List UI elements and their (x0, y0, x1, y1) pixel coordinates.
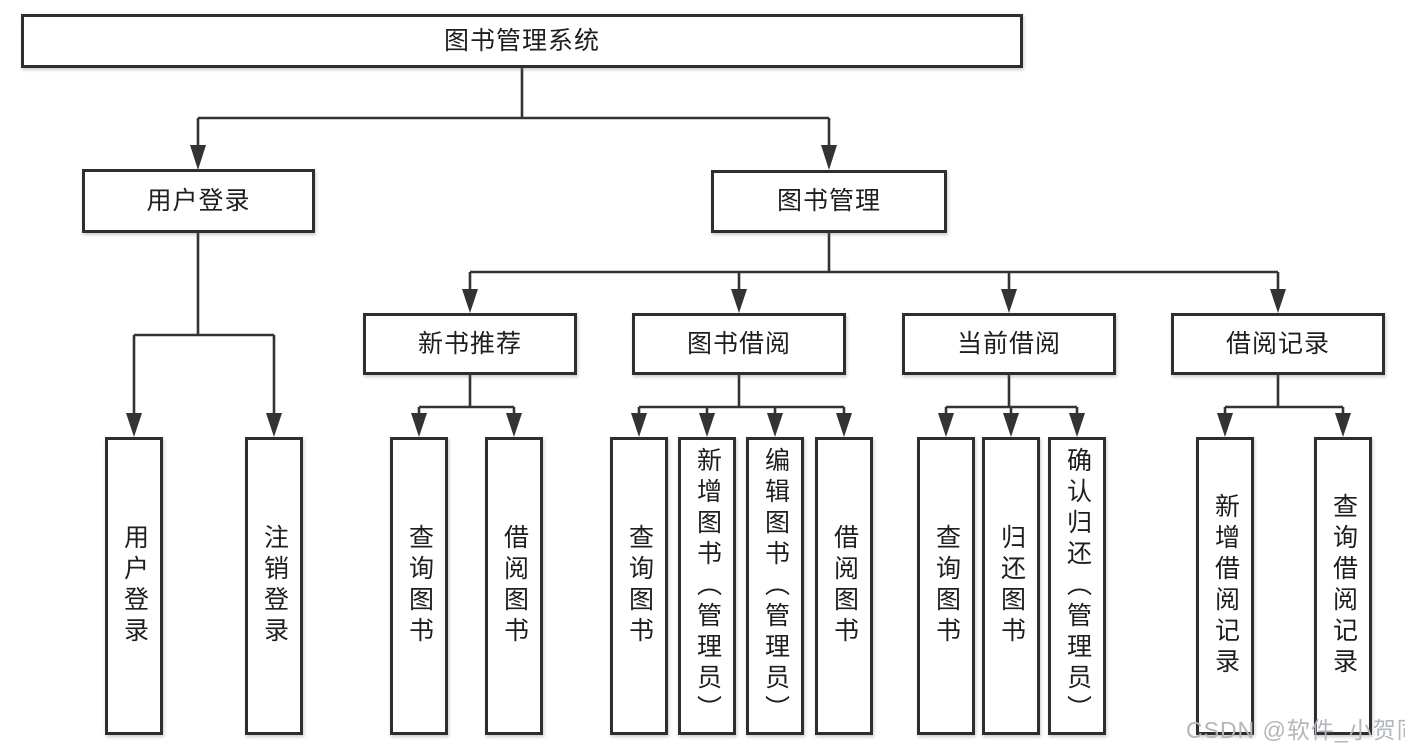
leaf-query-books-current: 查询图书 (917, 437, 975, 735)
node-book-borrow-label: 图书借阅 (686, 329, 791, 358)
leaf-confirm-return-admin: 确认归还（管理员） (1048, 437, 1106, 735)
leaf-borrow-books-recommend-label: 借阅图书 (500, 524, 529, 648)
node-current-borrow: 当前借阅 (902, 313, 1116, 375)
leaf-add-borrow-record: 新增借阅记录 (1196, 437, 1254, 735)
leaf-query-books-recommend-label: 查询图书 (405, 524, 434, 648)
node-user-login-label: 用户登录 (146, 186, 251, 215)
node-root-label: 图书管理系统 (443, 26, 600, 55)
leaf-user-login-label: 用户登录 (120, 524, 149, 648)
node-borrow-records: 借阅记录 (1171, 313, 1385, 375)
leaf-logout: 注销登录 (245, 437, 303, 735)
leaf-query-borrow-record-label: 查询借阅记录 (1329, 493, 1358, 679)
leaf-add-borrow-record-label: 新增借阅记录 (1211, 493, 1240, 679)
leaf-query-borrow-record: 查询借阅记录 (1314, 437, 1372, 735)
leaf-return-books: 归还图书 (982, 437, 1040, 735)
leaf-return-books-label: 归还图书 (997, 524, 1026, 648)
node-user-login: 用户登录 (82, 169, 315, 233)
node-book-management: 图书管理 (711, 170, 947, 233)
arrowheads (126, 145, 1351, 437)
leaf-query-books-recommend: 查询图书 (390, 437, 448, 735)
leaf-query-books-borrow-label: 查询图书 (625, 524, 654, 648)
leaf-add-book-admin: 新增图书（管理员） (678, 437, 736, 735)
leaf-edit-book-admin: 编辑图书（管理员） (746, 437, 804, 735)
watermark: CSDN @软件_小贺同学 (1186, 717, 1405, 743)
leaf-edit-book-admin-label: 编辑图书（管理员） (761, 446, 790, 726)
leaf-query-books-current-label: 查询图书 (932, 524, 961, 648)
node-current-borrow-label: 当前借阅 (956, 329, 1061, 358)
node-new-book-recommend: 新书推荐 (363, 313, 577, 375)
leaf-borrow-books-recommend: 借阅图书 (485, 437, 543, 735)
connector-paths (132, 68, 1345, 415)
node-book-management-label: 图书管理 (776, 187, 881, 215)
leaf-query-books-borrow: 查询图书 (610, 437, 668, 735)
node-borrow-records-label: 借阅记录 (1225, 329, 1330, 358)
node-new-book-recommend-label: 新书推荐 (417, 329, 522, 358)
leaf-user-login: 用户登录 (105, 437, 163, 735)
leaf-borrow-books: 借阅图书 (815, 437, 873, 735)
node-book-borrow: 图书借阅 (632, 313, 846, 375)
leaf-add-book-admin-label: 新增图书（管理员） (693, 446, 722, 726)
leaf-logout-label: 注销登录 (260, 524, 289, 648)
node-root: 图书管理系统 (21, 14, 1023, 68)
leaf-confirm-return-admin-label: 确认归还（管理员） (1063, 446, 1092, 726)
leaf-borrow-books-label: 借阅图书 (830, 524, 859, 648)
